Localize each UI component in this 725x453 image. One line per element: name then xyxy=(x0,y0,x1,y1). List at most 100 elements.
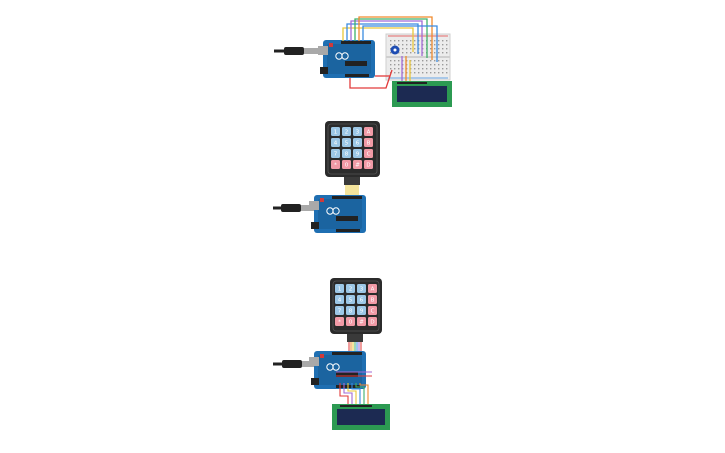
keypad-key[interactable] xyxy=(346,284,355,293)
keypad-key[interactable] xyxy=(335,295,344,304)
keypad-key[interactable] xyxy=(346,317,355,326)
lcd-display-1[interactable] xyxy=(392,81,452,107)
breadboard-hole xyxy=(434,72,436,74)
keypad-key[interactable] xyxy=(342,149,351,158)
keypad-key-label: 4 xyxy=(334,141,338,147)
breadboard-hole xyxy=(434,52,436,54)
breadboard-hole xyxy=(422,68,424,70)
keypad-key-label: 7 xyxy=(338,309,342,315)
breadboard-hole xyxy=(410,48,412,50)
keypad-key-label: 8 xyxy=(349,309,353,315)
breadboard-hole xyxy=(446,60,448,62)
keypad-key[interactable] xyxy=(335,306,344,315)
breadboard-hole xyxy=(442,72,444,74)
breadboard-hole xyxy=(422,44,424,46)
keypad-key-label: * xyxy=(338,320,341,326)
breadboard-hole xyxy=(418,68,420,70)
keypad-key-label: 5 xyxy=(349,298,353,304)
breadboard-hole xyxy=(402,68,404,70)
breadboard-hole xyxy=(418,48,420,50)
keypad-key[interactable] xyxy=(346,306,355,315)
keypad-key[interactable] xyxy=(335,284,344,293)
keypad-key[interactable] xyxy=(346,295,355,304)
keypad-key-label: 2 xyxy=(349,287,353,293)
keypad-key-label: 3 xyxy=(360,287,364,293)
breadboard-hole xyxy=(414,40,416,42)
breadboard-hole xyxy=(410,52,412,54)
breadboard-hole xyxy=(430,72,432,74)
breadboard-hole xyxy=(390,64,392,66)
keypad-key[interactable] xyxy=(335,317,344,326)
usb-cable-1 xyxy=(274,47,320,55)
breadboard-hole xyxy=(394,40,396,42)
keypad-key[interactable] xyxy=(331,149,340,158)
keypad-key[interactable] xyxy=(342,127,351,136)
breadboard-hole xyxy=(426,68,428,70)
arduino-board-3[interactable] xyxy=(308,350,367,390)
breadboard-hole xyxy=(422,72,424,74)
breadboard-hole xyxy=(402,44,404,46)
keypad-key[interactable] xyxy=(353,138,362,147)
keypad-key[interactable] xyxy=(357,317,366,326)
breadboard-hole xyxy=(402,48,404,50)
keypad-key-label: 2 xyxy=(345,130,349,136)
breadboard-hole xyxy=(398,60,400,62)
keypad-key-label: 0 xyxy=(349,320,353,326)
keypad-key[interactable] xyxy=(364,127,373,136)
keypad-key[interactable] xyxy=(357,306,366,315)
breadboard-hole xyxy=(406,60,408,62)
keypad-key[interactable] xyxy=(364,149,373,158)
keypad-key-label: 0 xyxy=(345,163,349,169)
keypad-key[interactable] xyxy=(368,284,377,293)
keypad-key[interactable] xyxy=(357,284,366,293)
breadboard-hole xyxy=(418,64,420,66)
breadboard-hole xyxy=(414,72,416,74)
keypad-key-label: 9 xyxy=(356,152,360,158)
keypad-key[interactable] xyxy=(368,317,377,326)
wires-1 xyxy=(342,16,438,89)
breadboard-hole xyxy=(394,44,396,46)
breadboard-hole xyxy=(410,40,412,42)
keypad-key[interactable] xyxy=(364,160,373,169)
lcd-display-2[interactable] xyxy=(332,404,390,430)
breadboard-hole xyxy=(418,60,420,62)
keypad-key[interactable] xyxy=(342,138,351,147)
keypad-key[interactable] xyxy=(353,127,362,136)
breadboard-hole xyxy=(430,40,432,42)
breadboard-hole xyxy=(414,64,416,66)
breadboard-hole xyxy=(446,68,448,70)
keypad-key[interactable] xyxy=(368,306,377,315)
breadboard-hole xyxy=(430,52,432,54)
breadboard-hole xyxy=(446,72,448,74)
keypad-key[interactable] xyxy=(331,160,340,169)
arduino-board-1[interactable] xyxy=(317,39,376,79)
breadboard-hole xyxy=(406,72,408,74)
breadboard-hole xyxy=(414,68,416,70)
breadboard-hole xyxy=(446,44,448,46)
keypad-key[interactable] xyxy=(342,160,351,169)
keypad-key[interactable] xyxy=(353,160,362,169)
keypad-key[interactable] xyxy=(357,295,366,304)
keypad-key-label: 8 xyxy=(345,152,349,158)
breadboard-hole xyxy=(422,52,424,54)
keypad-key[interactable] xyxy=(368,295,377,304)
breadboard-hole xyxy=(406,48,408,50)
keypad-key[interactable] xyxy=(331,127,340,136)
breadboard-hole xyxy=(422,60,424,62)
arduino-board-2[interactable] xyxy=(308,194,367,234)
keypad-key[interactable] xyxy=(364,138,373,147)
keypad-key-label: D xyxy=(366,163,370,169)
keypad-key-label: * xyxy=(334,163,337,169)
breadboard-hole xyxy=(402,40,404,42)
breadboard-hole xyxy=(394,72,396,74)
lcd-2-wires xyxy=(336,371,372,406)
keypad-key[interactable] xyxy=(353,149,362,158)
keypad-key[interactable] xyxy=(331,138,340,147)
breadboard-hole xyxy=(390,52,392,54)
breadboard-hole xyxy=(438,48,440,50)
potentiometer[interactable] xyxy=(390,45,400,55)
